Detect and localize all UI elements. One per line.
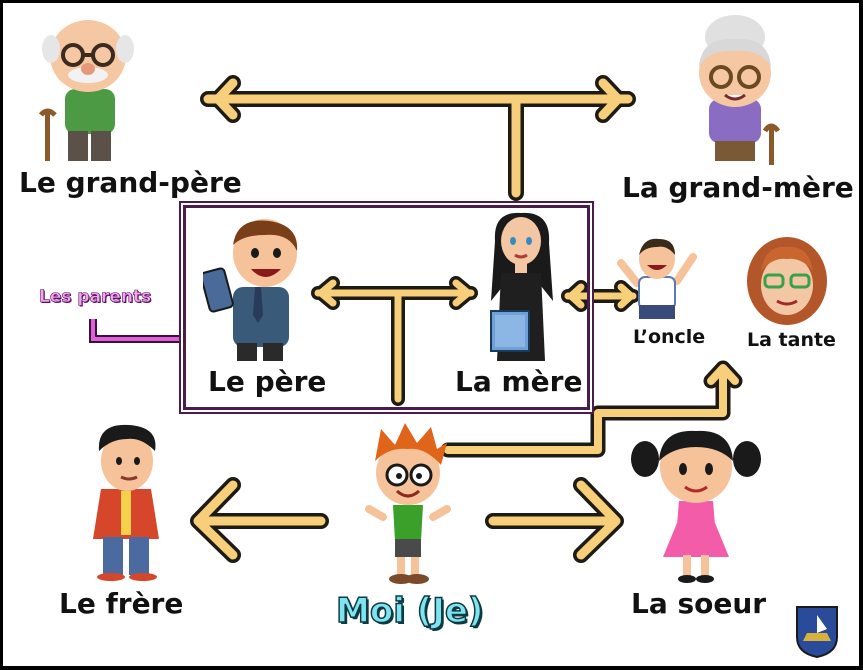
mother-label: La mère: [455, 365, 583, 398]
brother-label: Le frère: [59, 587, 184, 620]
father-label: Le père: [208, 365, 327, 398]
aunt-label: La tante: [747, 329, 836, 351]
grandmother-icon: [699, 15, 781, 165]
brother-arrow: [190, 477, 329, 563]
father-icon: [203, 219, 298, 361]
aunt-uncle-link: [440, 360, 743, 458]
parents-box: [183, 205, 590, 410]
school-crest-icon: [796, 606, 838, 659]
parents-connector: [311, 276, 478, 406]
parents-tag-connector: [89, 319, 183, 343]
grandparents-connector: [200, 75, 636, 201]
uncle-label: L’oncle: [633, 326, 706, 348]
grandfather-label: Le grand-père: [19, 166, 242, 199]
me-icon: [365, 423, 451, 584]
uncle-icon: [617, 238, 697, 319]
grandfather-icon: [39, 20, 134, 161]
parents-tag-label: Les parents: [39, 287, 152, 308]
uncle-connector: [561, 280, 640, 312]
grandmother-label: La grand-mère: [622, 171, 854, 204]
sister-arrow: [485, 477, 624, 563]
mother-icon: [490, 212, 553, 361]
family-tree-diagram: Le grand-père La grand-mère Le père La m…: [3, 3, 859, 666]
aunt-icon: [747, 237, 827, 325]
connector-arrows: [89, 75, 743, 563]
brother-icon: [93, 424, 159, 581]
sister-label: La soeur: [631, 587, 767, 620]
sister-icon: [631, 430, 761, 583]
me-label: Moi (Je): [335, 590, 484, 632]
